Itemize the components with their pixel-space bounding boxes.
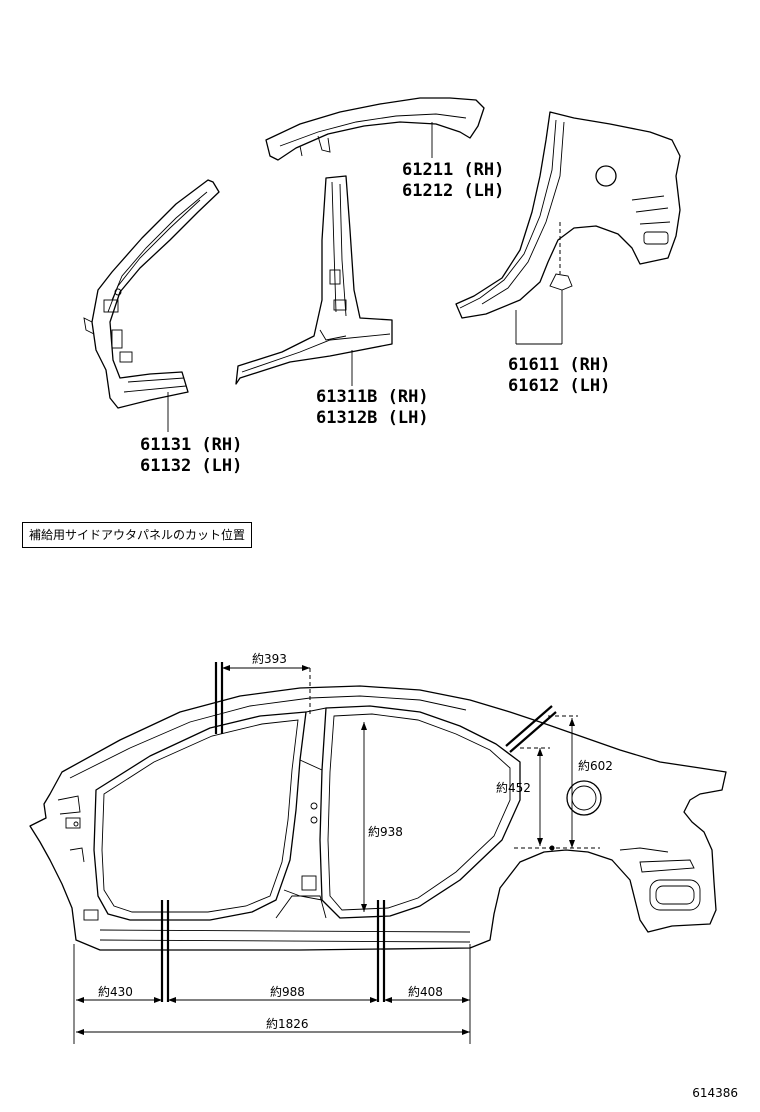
quarter-panel-part[interactable]	[455, 111, 681, 345]
dimension-lines	[73, 665, 600, 1044]
dim-bottom-front: 約430	[98, 984, 133, 999]
quarter-panel-lh-number: 61612 (LH)	[508, 376, 610, 396]
quarter-panel-rh-number: 61611 (RH)	[508, 355, 610, 375]
center-pillar-sill-part[interactable]	[235, 175, 393, 386]
center-pillar-lh-number: 61312B (LH)	[316, 408, 429, 428]
dim-rear-602: 約602	[578, 758, 613, 773]
roof-rail-rh-number: 61211 (RH)	[402, 160, 504, 180]
cut-position-caption: 補給用サイドアウタパネルのカット位置	[22, 522, 253, 548]
dim-bottom-rear: 約408	[408, 984, 443, 999]
a-pillar-part[interactable]	[83, 179, 220, 432]
dim-pillar-height: 約938	[368, 824, 403, 839]
cut-position-markers	[160, 662, 557, 1002]
a-pillar-lh-number: 61132 (LH)	[140, 456, 242, 476]
roof-rail-lh-number: 61212 (LH)	[402, 181, 504, 201]
center-pillar-rh-number: 61311B (RH)	[316, 387, 429, 407]
diagram-code: 614386	[692, 1086, 738, 1100]
dim-top-front: 約393	[252, 651, 287, 666]
dim-rear-452: 約452	[496, 780, 531, 795]
dim-overall: 約1826	[266, 1016, 309, 1031]
dim-bottom-middle: 約988	[270, 984, 305, 999]
a-pillar-rh-number: 61131 (RH)	[140, 435, 242, 455]
roof-rail-part[interactable]	[265, 97, 485, 161]
side-outer-panel	[29, 685, 727, 951]
